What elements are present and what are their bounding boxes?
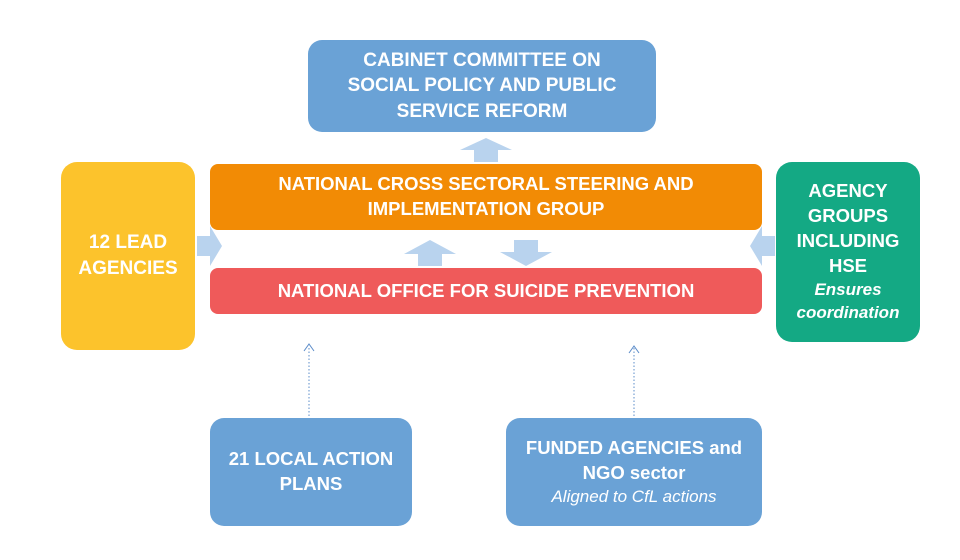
lead-agencies-box: 12 LEAD AGENCIES: [61, 162, 195, 350]
local-line-1: 21 LOCAL ACTION: [228, 448, 394, 470]
agency-line-1: AGENCY: [808, 180, 888, 202]
steering-group-box: NATIONAL CROSS SECTORAL STEERING AND IMP…: [210, 164, 762, 230]
funded-line-1: FUNDED AGENCIES and: [525, 436, 743, 458]
funded-agencies-box: FUNDED AGENCIES and NGO sector Aligned t…: [506, 418, 762, 526]
agency-note-1: Ensures: [814, 280, 882, 299]
agency-line-2: GROUPS: [807, 205, 889, 227]
lead-line-1: 12 LEAD: [88, 232, 168, 254]
cabinet-line-3: SERVICE REFORM: [396, 100, 568, 122]
arrow-left-from-agency-groups: [750, 226, 775, 266]
cabinet-line-1: CABINET COMMITTEE ON: [363, 49, 601, 71]
arrow-up-to-steering: [404, 240, 456, 266]
cabinet-line-2: SOCIAL POLICY AND PUBLIC: [347, 75, 617, 97]
arrow-right-from-lead-agencies: [197, 226, 222, 266]
agency-note-2: coordination: [796, 302, 900, 322]
national-office-box: NATIONAL OFFICE FOR SUICIDE PREVENTION: [210, 268, 762, 314]
local-line-2: PLANS: [279, 473, 343, 494]
agency-line-3: INCLUDING: [796, 230, 900, 252]
steering-line-2: IMPLEMENTATION GROUP: [367, 198, 605, 219]
arrow-up-to-cabinet: [460, 138, 512, 162]
funded-line-2: NGO sector: [582, 461, 686, 483]
funded-note: Aligned to CfL actions: [551, 486, 717, 506]
lead-line-2: AGENCIES: [78, 258, 178, 279]
office-line-1: NATIONAL OFFICE FOR SUICIDE PREVENTION: [277, 279, 695, 301]
local-action-plans-box: 21 LOCAL ACTION PLANS: [210, 418, 412, 526]
cabinet-committee-box: CABINET COMMITTEE ON SOCIAL POLICY AND P…: [308, 40, 656, 132]
steering-line-1: NATIONAL CROSS SECTORAL STEERING AND: [278, 173, 694, 195]
agency-line-4: HSE: [828, 255, 868, 277]
agency-groups-box: AGENCY GROUPS INCLUDING HSE Ensures coor…: [776, 162, 920, 342]
arrow-down-to-office: [500, 240, 552, 266]
